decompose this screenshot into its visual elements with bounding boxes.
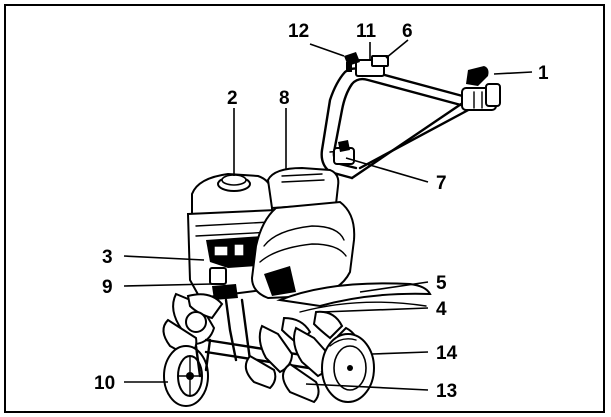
callout-9: 9 [102,277,113,298]
side-shield-disc [321,333,375,403]
callout-8: 8 [279,88,290,109]
throttle-grip [461,66,501,111]
callout-5: 5 [436,273,447,294]
engine [186,166,356,300]
callout-11: 11 [356,21,377,42]
upper-controls [344,52,389,77]
callout-10: 10 [94,373,115,394]
callout-4: 4 [436,299,447,320]
callout-13: 13 [436,381,457,402]
diagram-frame [4,4,605,413]
callout-1: 1 [538,63,549,84]
tine-shield [224,282,432,362]
callout-6: 6 [402,21,413,42]
tines [162,292,370,404]
callout-14: 14 [436,343,458,364]
callout-7: 7 [436,173,447,194]
handle-adjust-knob [333,140,355,165]
callout-12: 12 [288,21,309,42]
callout-2: 2 [227,88,238,109]
transport-wheel [163,338,212,407]
callout-labels: 1 2 3 4 5 6 7 8 9 10 11 12 13 14 [94,21,549,402]
leader-lines [123,39,533,391]
callout-3: 3 [102,247,113,268]
